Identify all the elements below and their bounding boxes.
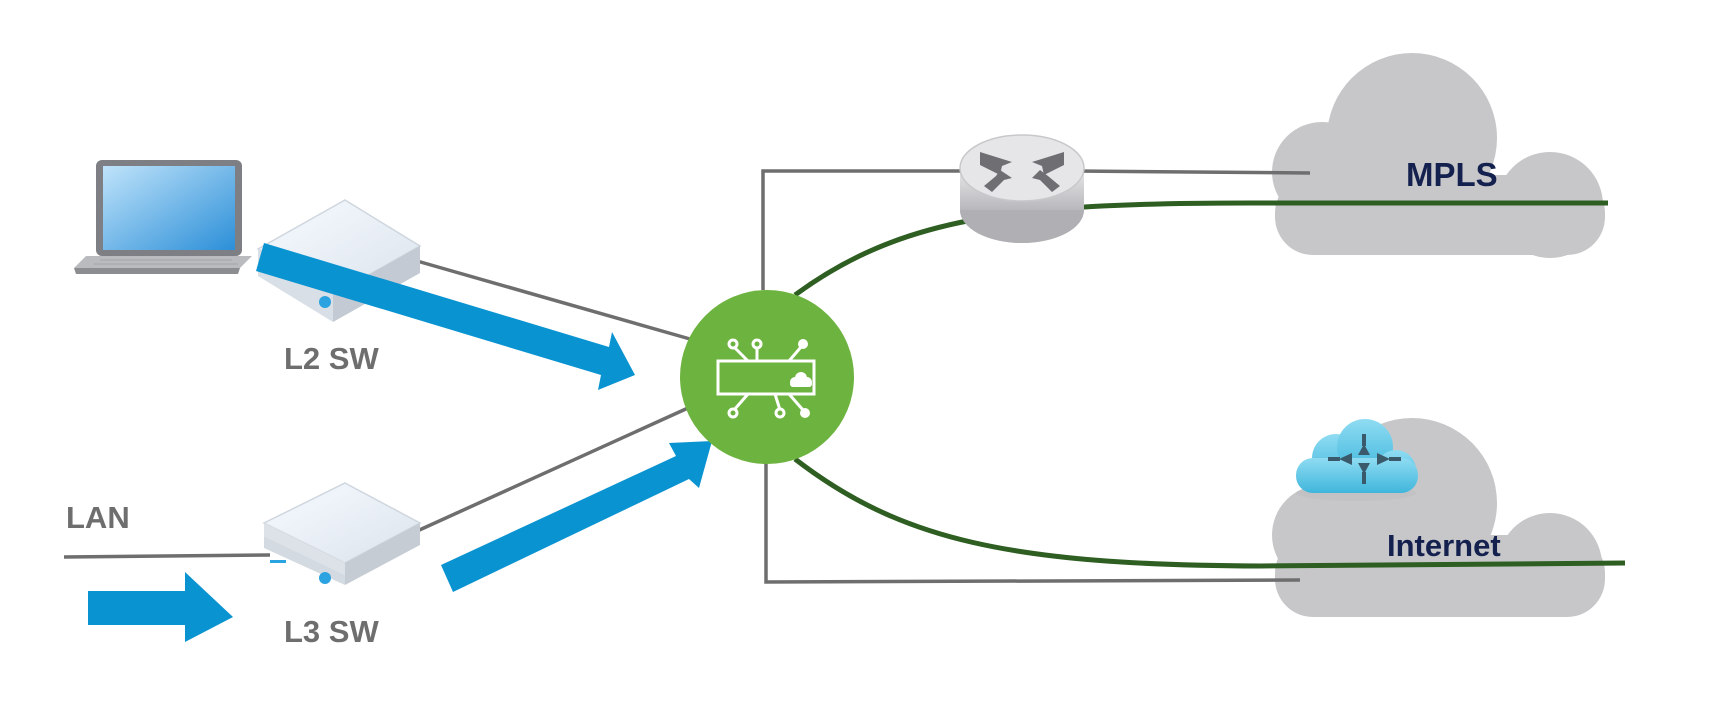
router-icon bbox=[959, 134, 1085, 243]
sdwan-edge-icon bbox=[680, 290, 854, 464]
link-lan-to-l3 bbox=[63, 553, 271, 559]
l2-switch-label: L2 SW bbox=[284, 341, 379, 376]
link-router-to-mpls bbox=[1074, 169, 1311, 175]
internet-label: Internet bbox=[1387, 528, 1501, 563]
mpls-label: MPLS bbox=[1406, 156, 1498, 193]
l3-switch-icon bbox=[262, 482, 422, 585]
tunnel-internet bbox=[793, 457, 1626, 569]
overlay-tunnels bbox=[793, 200, 1626, 569]
lan-label: LAN bbox=[66, 500, 130, 535]
l3-switch-label: L3 SW bbox=[284, 614, 379, 649]
link-sdwan-to-internet bbox=[764, 462, 1301, 584]
link-l3-to-sdwan bbox=[414, 406, 689, 534]
physical-links bbox=[63, 169, 1311, 584]
flow-arrow-l2 bbox=[256, 243, 635, 390]
small-cloud-icon bbox=[790, 372, 812, 387]
mpls-cloud-icon bbox=[1272, 53, 1605, 258]
flow-arrows bbox=[88, 243, 712, 642]
cloud-gateway-icon bbox=[1296, 419, 1418, 501]
flow-arrow-lan bbox=[88, 572, 233, 642]
link-l2-to-sdwan bbox=[416, 259, 691, 341]
laptop-icon bbox=[74, 160, 252, 274]
link-sdwan-to-router bbox=[761, 169, 965, 290]
flow-arrow-l3 bbox=[441, 441, 712, 592]
